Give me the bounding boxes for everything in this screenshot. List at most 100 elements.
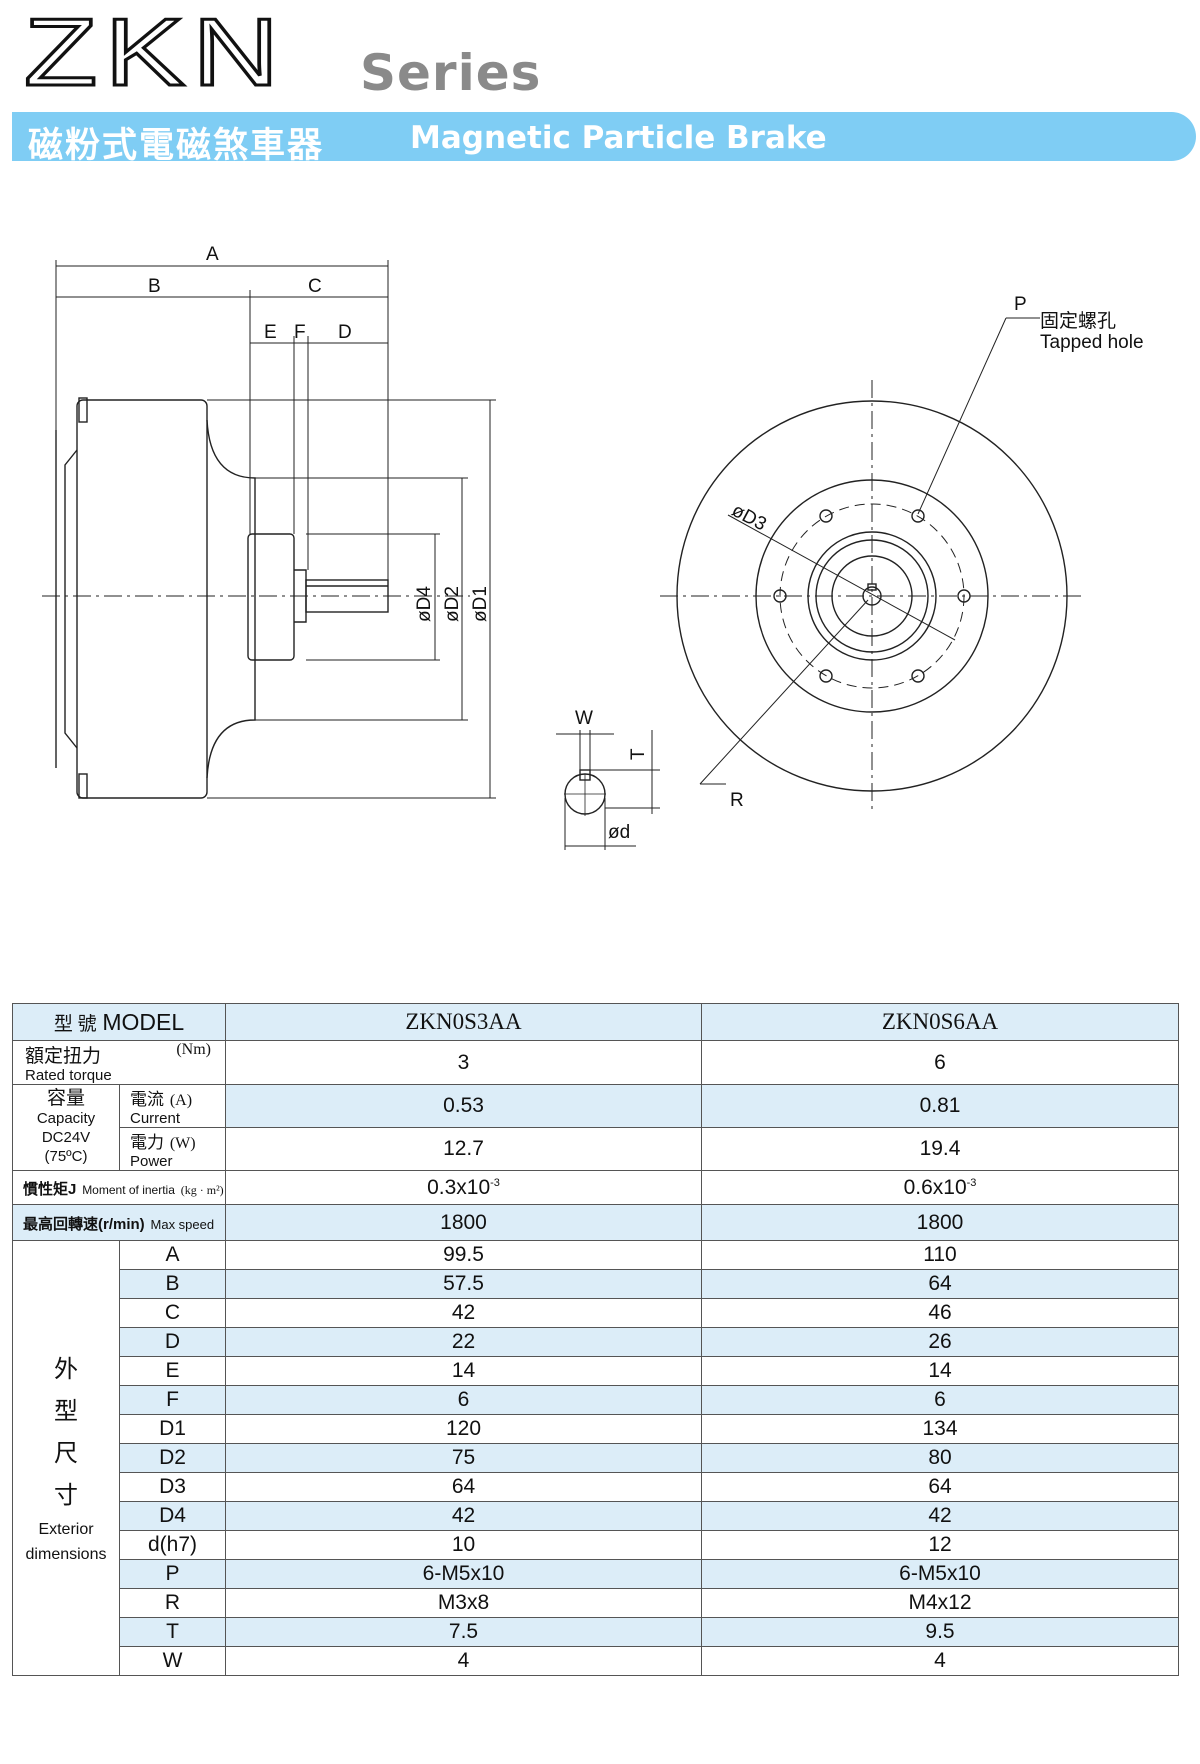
dim-value-1: 64 [225,1472,702,1502]
label-a: A [206,244,219,265]
tapped-holes [773,509,971,683]
dim-row: R M3x8 M4x12 [13,1588,1179,1618]
max-speed-value-2: 1800 [701,1204,1179,1241]
dim-value-2: 9.5 [701,1617,1179,1647]
dim-key: d(h7) [119,1530,226,1560]
torque-label: 額定扭力 (Nm) Rated torque [12,1040,226,1085]
dim-value-2: 12 [701,1530,1179,1560]
dim-key: D4 [119,1501,226,1531]
dim-key: C [119,1298,226,1328]
leader-p [917,317,1007,515]
dim-row: D4 42 42 [13,1501,1179,1531]
exterior-label: 外 型 尺 寸 Exterior dimensions [12,1240,120,1676]
dim-value-2: 42 [701,1501,1179,1531]
label-f: F [294,322,306,343]
side-body-outline [76,399,208,799]
label-tapped-cn: 固定螺孔 [1040,311,1117,332]
dim-value-1: 42 [225,1298,702,1328]
dim-key: F [119,1385,226,1415]
dim-value-1: 42 [225,1501,702,1531]
side-view [55,397,389,799]
label-d: D [338,322,352,343]
torque-value-2: 6 [701,1040,1179,1085]
label-tapped-en: Tapped hole [1040,332,1144,353]
dim-key: A [119,1240,226,1270]
spec-table: 型 號 MODEL ZKN0S3AA ZKN0S6AA 額定扭力 (Nm) Ra… [12,1003,1179,1676]
dim-row: B 57.5 64 [13,1269,1179,1299]
dim-value-1: 4 [225,1646,702,1676]
torque-value-1: 3 [225,1040,702,1085]
max-speed-row: 最高回轉速(r/min) Max speed 1800 1800 [12,1204,1179,1241]
rear-cover [64,449,78,749]
dim-value-1: 10 [225,1530,702,1560]
dim-value-1: 6-M5x10 [225,1559,702,1589]
flange-neck [206,419,256,779]
dim-key: D3 [119,1472,226,1502]
dim-key: D2 [119,1443,226,1473]
shaft-section [556,730,660,850]
dim-value-1: 7.5 [225,1617,702,1647]
tapped-hole [819,509,833,523]
label-d4: øD4 [414,586,435,622]
power-label: 電力 (W) Power [119,1127,226,1171]
torque-row: 額定扭力 (Nm) Rated torque 3 6 [12,1040,1179,1085]
table-header-row: 型 號 MODEL ZKN0S3AA ZKN0S6AA [12,1003,1179,1041]
drawing-svg [42,260,1085,850]
model-2: ZKN0S6AA [701,1003,1179,1041]
dim-row: D1 120 134 [13,1414,1179,1444]
tapped-hole [911,669,925,683]
dim-value-2: 26 [701,1327,1179,1357]
current-value-1: 0.53 [225,1084,702,1128]
dim-value-1: 57.5 [225,1269,702,1299]
dim-row: D3 64 64 [13,1472,1179,1502]
dim-key: T [119,1617,226,1647]
leader-r [699,599,869,785]
inertia-label: 慣性矩J Moment of inertia (kg · m²) [12,1170,226,1205]
technical-drawing: A B C E F D øD4 øD2 øD1 øD3 P 固定螺孔 Tappe… [0,244,1200,870]
dim-d3-line [727,514,956,641]
dim-value-2: 6-M5x10 [701,1559,1179,1589]
dim-value-2: 64 [701,1472,1179,1502]
tapped-hole [819,669,833,683]
label-shaft-d: ød [608,822,631,843]
dim-value-2: 4 [701,1646,1179,1676]
dim-row: D2 75 80 [13,1443,1179,1473]
model-1: ZKN0S3AA [225,1003,702,1041]
max-speed-value-1: 1800 [225,1204,702,1241]
label-c: C [308,276,322,297]
dim-key: B [119,1269,226,1299]
front-view [660,317,1085,810]
label-r: R [730,790,744,811]
dim-value-2: 46 [701,1298,1179,1328]
tapped-hole [911,509,925,523]
dim-value-2: 64 [701,1269,1179,1299]
brand-name: ZKN [22,0,287,106]
label-p: P [1014,294,1027,315]
dim-value-2: 14 [701,1356,1179,1386]
dim-value-1: 22 [225,1327,702,1357]
dim-key: W [119,1646,226,1676]
rear-bolt-bottom [78,773,88,799]
inertia-value-1: 0.3x10-3 [225,1170,702,1205]
dim-value-1: 14 [225,1356,702,1386]
dim-key: P [119,1559,226,1589]
dim-row: E 14 14 [13,1356,1179,1386]
inertia-value-2: 0.6x10-3 [701,1170,1179,1205]
dim-row: T 7.5 9.5 [13,1617,1179,1647]
label-w: W [575,708,593,729]
dim-row: W 4 4 [13,1646,1179,1676]
dim-row: P 6-M5x10 6-M5x10 [13,1559,1179,1589]
label-d2: øD2 [442,586,463,622]
dim-row: F 6 6 [13,1385,1179,1415]
power-value-1: 12.7 [225,1127,702,1171]
title-banner: 磁粉式電磁煞車器 Magnetic Particle Brake [12,112,1196,166]
side-dimensions [55,260,496,799]
label-t: T [628,748,649,760]
dim-row: C 42 46 [13,1298,1179,1328]
dim-value-2: 6 [701,1385,1179,1415]
dim-value-2: 80 [701,1443,1179,1473]
inertia-row: 慣性矩J Moment of inertia (kg · m²) 0.3x10-… [12,1170,1179,1205]
capacity-label: 容量 Capacity DC24V (75ºC) [12,1084,120,1171]
current-value-2: 0.81 [701,1084,1179,1128]
dim-key: D1 [119,1414,226,1444]
